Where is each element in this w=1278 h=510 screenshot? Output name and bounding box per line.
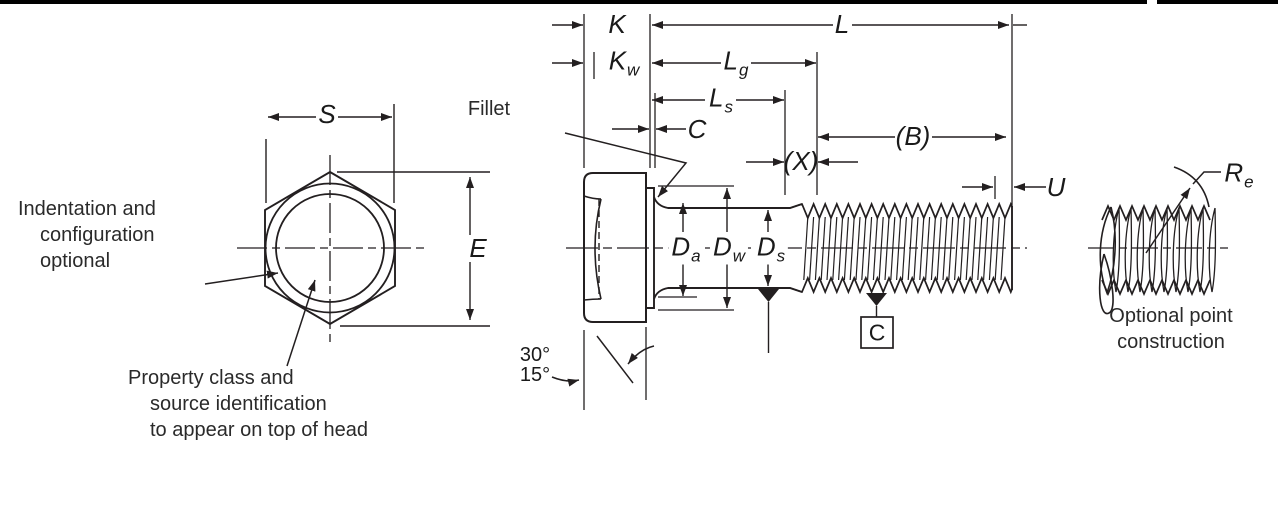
dim-label-dw: Dw [709,233,749,265]
angle-leader [551,376,580,387]
fillet-leader [564,132,688,198]
angle-15-label: 15° [519,364,551,386]
dim-label-b: (B) [895,121,931,151]
dim-label-ls: Ls [709,82,733,117]
bolt-side-view [551,14,1046,410]
datum-triangle-thread [866,293,887,306]
optional-point-view [1088,166,1228,315]
property-class-note: Property class and source identification… [128,367,368,441]
runout-loop [1098,253,1114,315]
optional-point-caption: Optional point construction [1109,305,1233,353]
re-leader [1145,187,1191,254]
dim-label-c: C [687,114,707,144]
dim-label-s: S [318,99,336,129]
dim-label-da: Da [668,233,704,265]
dim-label-lg: Lg [723,45,749,80]
chamfer-angle-line [596,335,634,384]
hex-head-end-view [204,104,490,367]
top-rule-left [0,0,1147,4]
fillet-label: Fillet [467,98,511,120]
hex-head-side [583,172,647,323]
dim-label-k: K [608,9,626,39]
indentation-leader [204,270,279,285]
dim-label-re: Re [1224,157,1254,192]
datum-triangle-shank [758,289,779,302]
point-threads [1101,203,1217,297]
dim-label-kw: Kw [608,45,640,80]
point-radius-arc [1173,166,1210,208]
runout-lens [1099,206,1117,296]
dim-label-l: L [834,9,850,39]
dim-label-x: (X) [783,146,819,176]
dim-label-u: U [1046,172,1066,202]
top-rule-right [1157,0,1278,4]
datum-box [860,316,894,349]
property-class-leader [286,279,316,367]
angle-30-label: 30° [519,344,551,366]
indentation-note: Indentation and configuration optional [18,198,156,272]
dim-label-ds: Ds [753,233,789,265]
datum-letter: C [868,319,886,346]
dim-label-e: E [469,233,487,263]
